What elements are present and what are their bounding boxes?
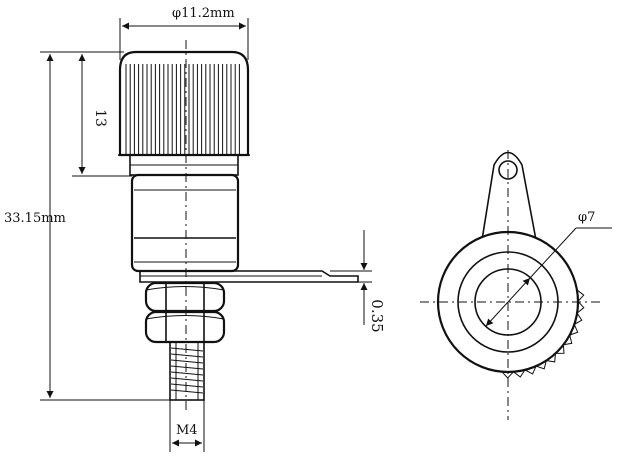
cap-height-label: 13 — [92, 109, 108, 127]
thread-line — [170, 389, 204, 394]
knurl-lines — [125, 64, 240, 154]
cap-diameter-label: φ11.2mm — [172, 6, 235, 21]
thread-line — [170, 377, 204, 382]
lug-hole — [498, 160, 518, 180]
thread-line — [170, 365, 204, 370]
dim-cap-height: 13 — [72, 51, 132, 177]
lug-thickness-label: 0.35 — [368, 299, 386, 332]
solder-lug-tab — [481, 151, 537, 241]
side-view: φ11.2mm 13 33.15mm 0.35 — [4, 6, 386, 452]
collar — [129, 154, 239, 176]
post-body — [130, 173, 240, 273]
thread-lines — [170, 347, 204, 394]
thread-label: M4 — [176, 423, 198, 438]
hex-nut-lower — [144, 310, 226, 344]
dim-lug-thickness: 0.35 — [330, 230, 386, 333]
dim-hole-diameter: φ7 — [485, 210, 612, 327]
thread-line — [170, 371, 204, 376]
solder-lug-side — [139, 270, 359, 283]
threaded-stud — [169, 341, 205, 401]
serrated-edge — [501, 289, 585, 379]
overall-length-label: 33.15mm — [4, 211, 66, 226]
hex-nut-upper — [144, 281, 226, 313]
knurled-cap — [118, 50, 250, 157]
dim-thread: M4 — [169, 400, 205, 452]
thread-line — [170, 359, 204, 364]
top-view: φ7 — [420, 150, 612, 420]
hole-diameter-label: φ7 — [578, 210, 595, 225]
dim-overall-length: 33.15mm — [4, 51, 172, 401]
dim-cap-diameter: φ11.2mm — [119, 6, 249, 60]
thread-line — [170, 383, 204, 388]
thread-line — [170, 353, 204, 358]
thread-line — [170, 347, 204, 352]
